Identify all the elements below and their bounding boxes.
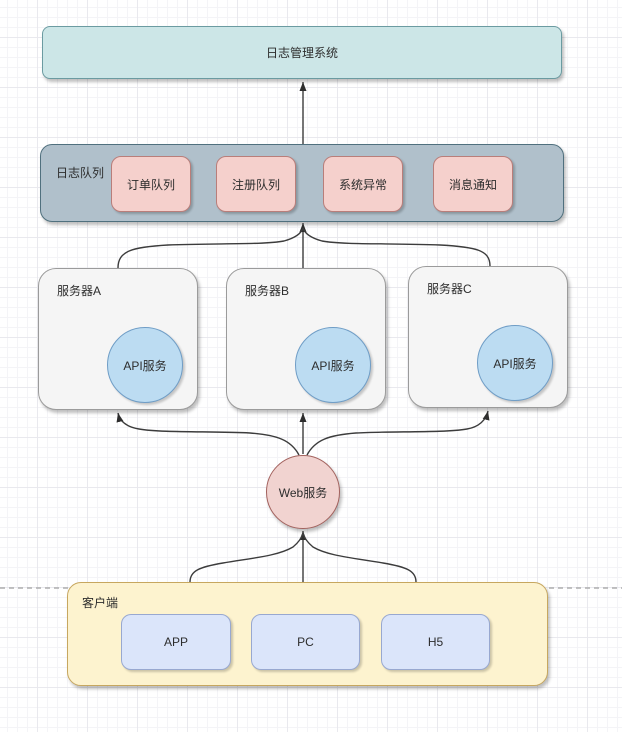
node-api-service-c[interactable]: API服务	[477, 325, 553, 401]
queue-item-exception[interactable]: 系统异常	[323, 156, 403, 212]
queue-item-register-label: 注册队列	[231, 177, 280, 192]
arrow-web-to-server-c[interactable]	[306, 410, 490, 456]
client-item-h5[interactable]: H5	[381, 614, 490, 670]
client-item-h5-label: H5	[427, 635, 444, 649]
client-item-app[interactable]: APP	[121, 614, 231, 670]
node-server-c-label: 服务器C	[427, 282, 472, 296]
node-client-label: 客户端	[82, 596, 119, 610]
queue-item-order[interactable]: 订单队列	[111, 156, 191, 212]
node-server-b-label: 服务器B	[245, 284, 290, 298]
queue-item-notice-label: 消息通知	[448, 177, 497, 192]
node-api-service-a-label: API服务	[123, 358, 167, 373]
node-log-system[interactable]: 日志管理系统	[42, 26, 562, 79]
node-api-service-b[interactable]: API服务	[295, 327, 371, 403]
node-log-system-label: 日志管理系统	[265, 46, 338, 60]
node-web-service[interactable]: Web服务	[266, 455, 340, 529]
queue-item-exception-label: 系统异常	[338, 177, 387, 192]
node-api-service-b-label: API服务	[311, 358, 355, 373]
node-api-service-c-label: API服务	[493, 356, 537, 371]
arrow-server-c-to-queue[interactable]	[302, 227, 491, 267]
node-server-a[interactable]: 服务器A API服务	[38, 268, 198, 410]
arrow-web-to-server-a[interactable]	[116, 412, 300, 456]
node-log-queue-label: 日志队列	[56, 166, 105, 180]
queue-item-order-label: 订单队列	[126, 177, 175, 192]
arrow-client-app-to-web[interactable]	[189, 532, 304, 583]
node-server-b[interactable]: 服务器B API服务	[226, 268, 386, 410]
arrow-client-h5-to-web[interactable]	[302, 532, 417, 583]
client-item-pc-label: PC	[297, 635, 314, 649]
node-web-service-label: Web服务	[278, 485, 328, 500]
node-client[interactable]: 客户端 APP PC H5	[67, 582, 548, 686]
client-item-pc[interactable]: PC	[251, 614, 360, 670]
node-log-queue[interactable]: 日志队列 订单队列 注册队列 系统异常 消息通知	[40, 144, 564, 222]
client-item-app-label: APP	[163, 635, 188, 649]
node-server-c[interactable]: 服务器C API服务	[408, 266, 568, 408]
node-api-service-a[interactable]: API服务	[107, 327, 183, 403]
arrow-server-a-to-queue[interactable]	[117, 227, 304, 269]
queue-item-notice[interactable]: 消息通知	[433, 156, 513, 212]
node-server-a-label: 服务器A	[57, 284, 102, 298]
queue-item-register[interactable]: 注册队列	[216, 156, 296, 212]
